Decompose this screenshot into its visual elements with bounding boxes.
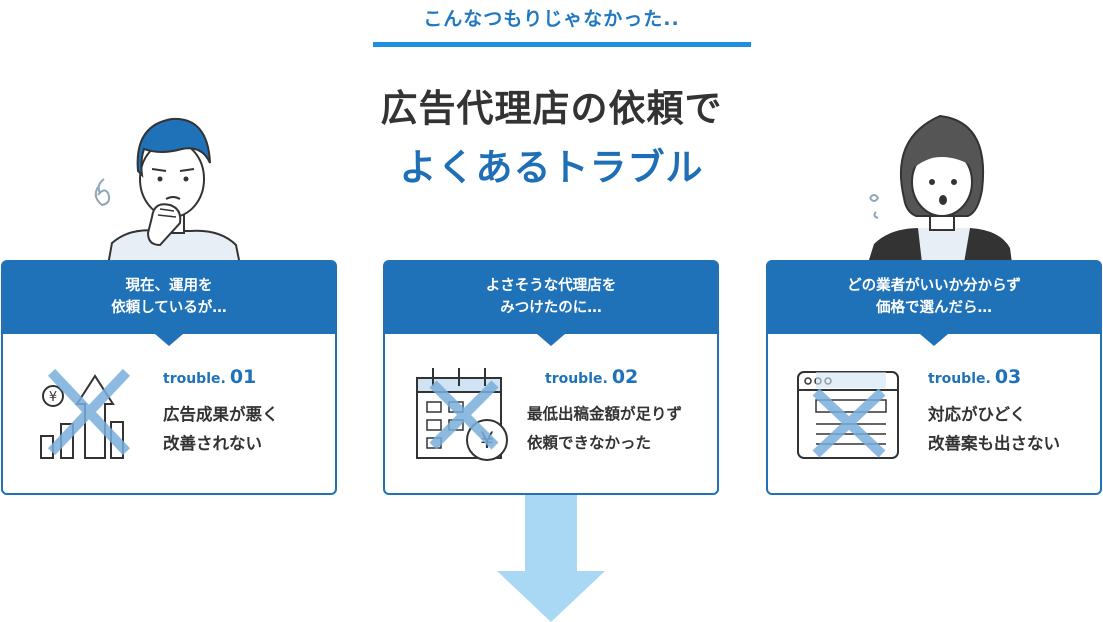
- card-header: よさそうな代理店を みつけたのに…: [385, 262, 717, 334]
- trouble-word: trouble.: [928, 371, 991, 387]
- card-header: どの業者がいいか分からず 価格で選んだら…: [768, 262, 1100, 334]
- trouble-description: 広告成果が悪く 改善されない: [163, 400, 279, 458]
- card-header: 現在、運用を 依頼しているが…: [3, 262, 335, 334]
- down-arrow-icon: [497, 495, 605, 622]
- worried-man-illustration: [94, 117, 242, 265]
- eyebrow-underline: [373, 42, 751, 47]
- trouble-number: 02: [611, 366, 639, 388]
- trouble-description: 対応がひどく 改善案も出さない: [928, 400, 1060, 458]
- chart-up-arrow-icon: ¥: [40, 368, 131, 459]
- card-header-line2: みつけたのに…: [500, 300, 602, 316]
- card-header-notch: [537, 334, 565, 346]
- trouble-card-1: 現在、運用を 依頼しているが… ¥ trouble.01 広告成果が悪く 改善さ…: [1, 260, 337, 495]
- trouble-description: 最低出稿金額が足りず 依頼できなかった: [527, 400, 682, 458]
- trouble-word: trouble.: [163, 371, 226, 387]
- card-header-line1: 現在、運用を: [125, 278, 213, 294]
- desc-line2: 改善されない: [163, 434, 262, 453]
- card-header-line2: 依頼しているが…: [111, 300, 227, 316]
- desc-line1: 広告成果が悪く: [163, 405, 279, 424]
- trouble-label: trouble.03: [928, 366, 1021, 388]
- trouble-word: trouble.: [545, 371, 608, 387]
- trouble-label: trouble.01: [163, 366, 256, 388]
- trouble-card-3: どの業者がいいか分からず 価格で選んだら… trouble.03 対応がひどく …: [766, 260, 1102, 495]
- page-title-line1: 広告代理店の依頼で: [380, 87, 723, 130]
- surprised-woman-illustration: [868, 114, 1012, 263]
- yen-symbol: ¥: [49, 390, 57, 405]
- desc-line2: 依頼できなかった: [527, 434, 652, 452]
- trouble-card-2: よさそうな代理店を みつけたのに… ¥ trouble.02 最低出稿金額が足り…: [383, 260, 719, 495]
- card-header-line1: どの業者がいいか分からず: [847, 278, 1021, 294]
- calendar-yen-icon: ¥: [416, 368, 508, 461]
- card-header-notch: [155, 334, 183, 346]
- trouble-number: 03: [994, 366, 1022, 388]
- desc-line1: 最低出稿金額が足りず: [527, 405, 683, 423]
- page-title-line2: よくあるトラブル: [399, 146, 704, 189]
- trouble-number: 01: [229, 366, 257, 388]
- trouble-label: trouble.02: [545, 366, 638, 388]
- desc-line2: 改善案も出さない: [928, 434, 1060, 453]
- browser-window-icon: [797, 371, 899, 459]
- eyebrow-text: こんなつもりじゃなかった..: [423, 8, 680, 30]
- card-header-line2: 価格で選んだら…: [876, 300, 992, 316]
- desc-line1: 対応がひどく: [928, 405, 1027, 424]
- card-header-notch: [920, 334, 948, 346]
- card-header-line1: よさそうな代理店を: [485, 278, 617, 294]
